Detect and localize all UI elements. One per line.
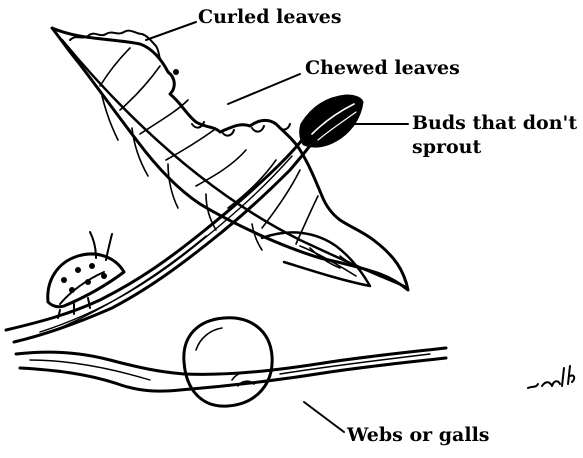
dormant-bud (301, 96, 362, 146)
label-curled-leaves: Curled leaves (198, 6, 342, 28)
label-chewed-leaves: Chewed leaves (305, 57, 460, 79)
lower-branch (16, 348, 446, 391)
lower-leaf (262, 232, 370, 286)
leaf-veins (100, 48, 374, 272)
label-webs-or-galls: Webs or galls (347, 424, 490, 446)
label-buds-line1: Buds that don't (412, 112, 577, 134)
artist-signature (528, 366, 574, 388)
pointer-curled (146, 22, 196, 40)
label-buds-line2: sprout (412, 136, 481, 158)
pointer-chewed (228, 74, 300, 104)
pointer-webs (304, 402, 344, 432)
stem-outline (6, 126, 312, 330)
gall (184, 318, 272, 406)
